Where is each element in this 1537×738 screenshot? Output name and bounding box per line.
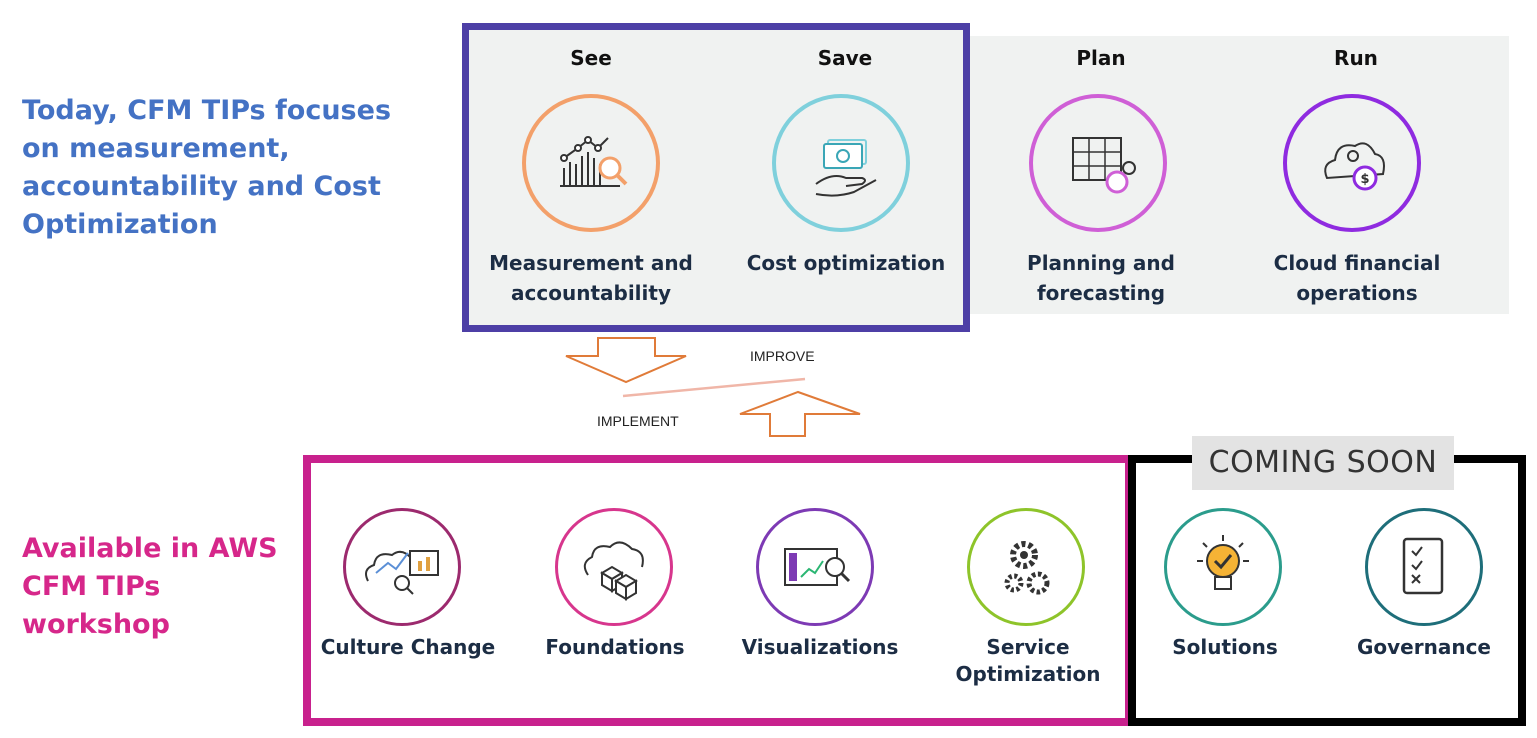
governance-circle xyxy=(1365,508,1483,626)
label-culture-change: Culture Change xyxy=(320,635,496,659)
improve-label: IMPROVE xyxy=(750,348,815,364)
service-optimization-circle xyxy=(967,508,1085,626)
phase-see: See xyxy=(570,46,612,70)
phase-run: Run xyxy=(1334,46,1378,70)
phase-save: Save xyxy=(817,46,873,70)
cost-optimization-circle xyxy=(772,94,910,232)
culture-change-circle xyxy=(343,508,461,626)
measurement-circle xyxy=(522,94,660,232)
caption-cost-optimization: Cost optimization xyxy=(746,251,946,275)
chart-search-icon xyxy=(560,136,628,187)
implement-arrow xyxy=(565,337,687,384)
workshop-statement: Available in AWS CFM TIPs workshop xyxy=(22,533,278,640)
flow-line xyxy=(622,377,806,398)
visualizations-circle xyxy=(756,508,874,626)
focus-statement: Today, CFM TIPs focuses on measurement, … xyxy=(22,95,392,240)
phase-plan: Plan xyxy=(1076,46,1126,70)
cloud-ops-circle: $ xyxy=(1283,94,1421,232)
caption-measurement: Measurement and accountability xyxy=(489,251,693,305)
cloud-chart-icon xyxy=(365,550,439,595)
implement-label: IMPLEMENT xyxy=(597,413,679,429)
dashboard-search-icon xyxy=(784,548,851,586)
label-service-optimization: Service Optimization xyxy=(955,635,1101,686)
solutions-circle xyxy=(1164,508,1282,626)
caption-cloud-ops: Cloud financial operations xyxy=(1273,251,1441,305)
lightbulb-check-icon xyxy=(1197,535,1249,590)
blueprint-gear-icon xyxy=(1072,137,1136,194)
label-solutions: Solutions xyxy=(1172,635,1278,659)
checklist-icon xyxy=(1402,537,1444,595)
foundations-circle xyxy=(555,508,673,626)
gears-icon xyxy=(1004,541,1050,595)
caption-planning: Planning and forecasting xyxy=(1027,251,1175,305)
svg-text:$: $ xyxy=(1360,172,1369,187)
label-foundations: Foundations xyxy=(545,635,685,659)
coming-soon-tag: COMING SOON xyxy=(1192,436,1454,490)
cloud-dollar-gear-icon: $ xyxy=(1324,142,1385,191)
label-visualizations: Visualizations xyxy=(741,635,899,659)
flow-arrows xyxy=(565,337,861,437)
hand-money-icon xyxy=(815,139,877,197)
cloud-cubes-icon xyxy=(583,541,644,601)
improve-arrow xyxy=(739,390,861,437)
label-governance: Governance xyxy=(1356,635,1491,659)
planning-circle xyxy=(1029,94,1167,232)
